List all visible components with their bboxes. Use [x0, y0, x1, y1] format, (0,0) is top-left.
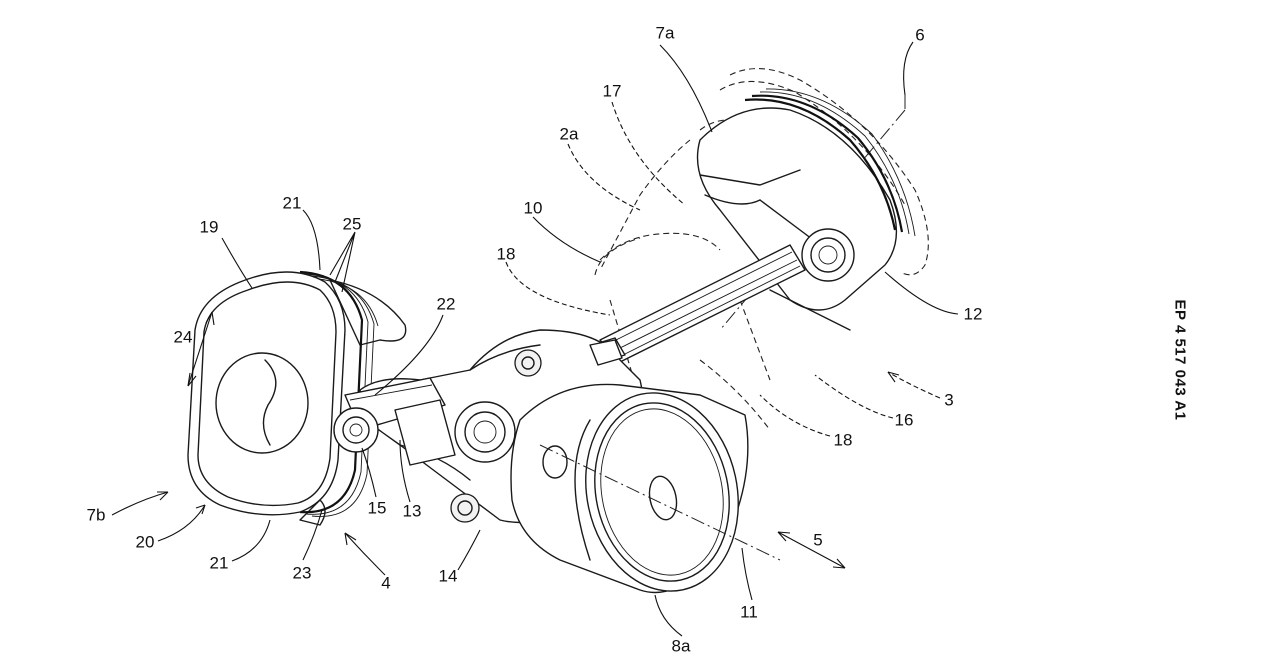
upper-connecting-rod: [591, 244, 806, 363]
ref-16: 16: [894, 410, 914, 430]
leader-lines: [111, 41, 959, 637]
ref-5: 5: [813, 530, 823, 550]
ref-20: 20: [135, 532, 155, 552]
ref-24: 24: [173, 327, 193, 347]
ref-18-upper: 18: [496, 244, 516, 264]
arrow-24: [187, 311, 213, 387]
ref-7a: 7a: [655, 23, 675, 43]
left-link-rod: [333, 377, 456, 466]
ref-21-upper: 21: [282, 193, 302, 213]
left-oval-piston: [187, 270, 407, 526]
ref-17: 17: [602, 81, 622, 101]
ref-7b: 7b: [86, 505, 106, 525]
axis-6-line: [719, 95, 906, 331]
ref-25: 25: [342, 214, 362, 234]
ref-6: 6: [915, 25, 925, 45]
axis-11-line: [539, 444, 781, 561]
lower-right-piston: [510, 383, 749, 594]
ref-3: 3: [944, 390, 954, 410]
publication-number: EP 4 517 043 A1: [1171, 299, 1189, 421]
ref-19: 19: [199, 217, 219, 237]
ref-18-lower: 18: [833, 430, 853, 450]
ref-22: 22: [436, 294, 456, 314]
ref-12: 12: [963, 304, 983, 324]
ref-2a: 2a: [559, 124, 579, 144]
ref-8a: 8a: [671, 636, 691, 656]
arrow-5: [777, 531, 846, 569]
ref-14: 14: [438, 566, 458, 586]
ref-10: 10: [523, 198, 543, 218]
ref-21-lower: 21: [209, 553, 229, 573]
ref-13: 13: [402, 501, 422, 521]
ref-15: 15: [367, 498, 387, 518]
ref-11: 11: [740, 602, 758, 622]
ref-23: 23: [292, 563, 312, 583]
upper-piston: [696, 88, 916, 331]
ref-4: 4: [381, 573, 391, 593]
